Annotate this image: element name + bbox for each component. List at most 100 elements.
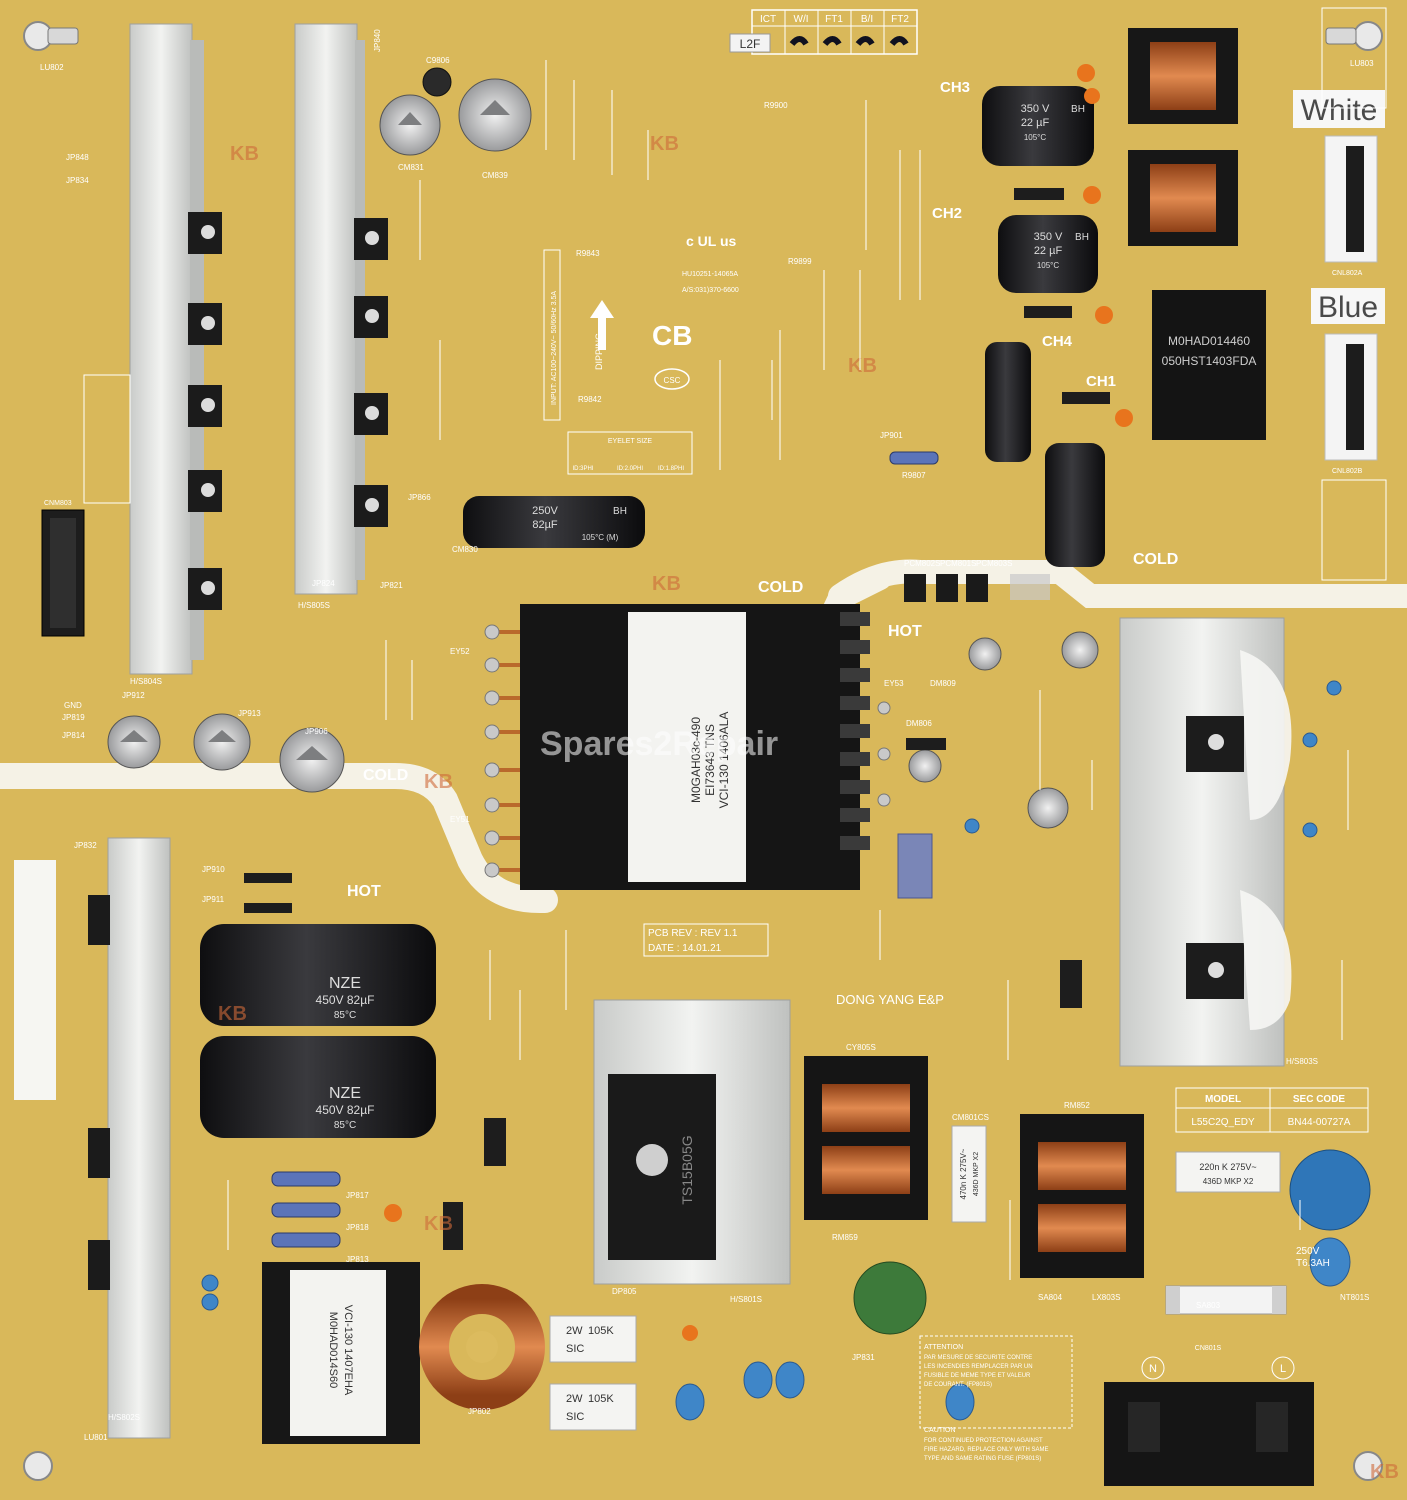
- svg-text:LES INCENDIES REMPLACER PAR UN: LES INCENDIES REMPLACER PAR UN: [924, 1364, 1033, 1370]
- svg-text:DE COURANT. (FP801S): DE COURANT. (FP801S): [924, 1382, 992, 1388]
- svg-text:JP831: JP831: [852, 1353, 875, 1362]
- ch2-label: CH2: [932, 205, 962, 222]
- svg-text:105K: 105K: [588, 1325, 614, 1337]
- svg-text:SIC: SIC: [566, 1343, 584, 1355]
- toroid-l801s: [419, 1284, 545, 1410]
- lu802-label: LU802: [40, 63, 64, 72]
- svg-text:JP901: JP901: [880, 431, 903, 440]
- svg-text:BH: BH: [1075, 232, 1089, 243]
- svg-text:PAR MESURE DE SECURITE CONTRE: PAR MESURE DE SECURITE CONTRE: [924, 1355, 1032, 1361]
- svg-text:TS15B05G: TS15B05G: [679, 1135, 695, 1204]
- svg-text:JP840: JP840: [373, 29, 382, 52]
- capacitor-cx801s: 220n K 275V~ 436D MKP X2: [1175, 1151, 1281, 1193]
- svg-text:JP911: JP911: [202, 895, 225, 904]
- watermark: Spares2Repair: [540, 725, 778, 763]
- capacitor-cm817: [107, 715, 161, 769]
- capacitor-ch4: [985, 342, 1031, 462]
- csc-mark: CSC: [664, 376, 681, 385]
- capacitor-cm801cs: [897, 833, 933, 899]
- svg-text:JP906: JP906: [305, 727, 328, 736]
- capacitor-ch2: 350 V 22 µF 105°C BH: [998, 215, 1098, 293]
- heatsink-h-s803s: [1119, 617, 1292, 1067]
- transformer-l9804cs: M0HAD014460 050HST1403FDA: [1152, 290, 1266, 440]
- svg-text:H/S805S: H/S805S: [298, 601, 330, 610]
- svg-text:JP814: JP814: [62, 731, 85, 740]
- svg-text:105°C: 105°C: [1024, 133, 1047, 142]
- transformer-l9803c: [1128, 28, 1238, 124]
- ch1-label: CH1: [1086, 373, 1116, 390]
- y-capacitors: [201, 680, 1351, 1421]
- svg-text:RM859: RM859: [832, 1233, 858, 1242]
- capacitor-cm816: [193, 713, 251, 771]
- svg-text:ATTENTION: ATTENTION: [924, 1344, 963, 1351]
- test-stamp-boxes: ICT W/I FT1 B/I FT2: [751, 9, 918, 55]
- svg-text:TYPE AND SAME RATING FUSE (FP8: TYPE AND SAME RATING FUSE (FP801S): [924, 1456, 1041, 1462]
- svg-text:SEC CODE: SEC CODE: [1293, 1094, 1346, 1105]
- capacitor-cp816s: NZE 450V 82µF 85°C: [200, 1036, 436, 1138]
- svg-text:BH: BH: [613, 506, 627, 517]
- svg-text:LX803S: LX803S: [1092, 1293, 1120, 1302]
- resistors-rp: [271, 451, 939, 1248]
- capacitor-ch3: 350 V 22 µF 105°C BH: [982, 86, 1094, 166]
- svg-text:050HST1403FDA: 050HST1403FDA: [1162, 354, 1257, 368]
- svg-text:FUSIBLE DE MEME TYPE ET VALEUR: FUSIBLE DE MEME TYPE ET VALEUR: [924, 1373, 1031, 1379]
- svg-text:ID:3PHI: ID:3PHI: [572, 466, 593, 472]
- mounting-hole-bottom-left: [23, 1451, 53, 1481]
- silkscreen-lines: [227, 60, 1349, 1280]
- mounting-hole-top-right: [1325, 21, 1383, 51]
- svg-text:JP821: JP821: [380, 581, 403, 590]
- svg-text:105K: 105K: [588, 1393, 614, 1405]
- svg-text:DATE : 14.01.21: DATE : 14.01.21: [648, 943, 722, 954]
- ac-input-connector: N L CN801S: [1104, 1345, 1314, 1486]
- svg-text:R9899: R9899: [788, 257, 812, 266]
- test-box-ft2: FT2: [891, 14, 909, 25]
- svg-text:R9900: R9900: [764, 101, 788, 110]
- dong-yang-logo: DONG YANG E&P: [836, 992, 944, 1007]
- svg-text:JP866: JP866: [408, 493, 431, 502]
- svg-text:SA803: SA803: [1196, 1301, 1221, 1310]
- dipping-label: DIPPING: [594, 333, 604, 370]
- cold-label-top: COLD: [758, 579, 803, 596]
- svg-text:R9843: R9843: [576, 249, 600, 258]
- svg-text:JP913: JP913: [238, 709, 261, 718]
- svg-text:M0HAD014S60: M0HAD014S60: [327, 1312, 339, 1388]
- hot-label-left: HOT: [347, 883, 381, 900]
- svg-text:N: N: [1149, 1363, 1157, 1375]
- svg-text:CM839: CM839: [482, 171, 508, 180]
- svg-text:82µF: 82µF: [532, 519, 558, 531]
- svg-text:M0GAH03c-490: M0GAH03c-490: [689, 717, 703, 803]
- svg-text:2W: 2W: [566, 1325, 583, 1337]
- transformer-l9802cs: [1128, 150, 1238, 246]
- svg-text:R9842: R9842: [578, 395, 602, 404]
- connector-cnl802b: CNL802B: [1324, 333, 1378, 475]
- svg-text:JP912: JP912: [122, 691, 145, 700]
- svg-text:KB: KB: [218, 1003, 247, 1025]
- svg-text:SA804: SA804: [1038, 1293, 1063, 1302]
- svg-text:NZE: NZE: [329, 1085, 361, 1102]
- svg-text:EYELET SIZE: EYELET SIZE: [608, 438, 653, 445]
- svg-text:22 µF: 22 µF: [1021, 117, 1050, 129]
- svg-text:436D MKP X2: 436D MKP X2: [973, 1152, 980, 1196]
- svg-text:H/S803S: H/S803S: [1286, 1057, 1318, 1066]
- svg-text:CNL802A: CNL802A: [1332, 270, 1363, 277]
- silkscreen-refdes: JP840 C9806 JP848 JP834 CM831 CM839 R990…: [62, 29, 1369, 1422]
- capacitor-cm813: [908, 749, 942, 783]
- mounting-hole-bottom-right: [1353, 1451, 1383, 1481]
- svg-text:JP819: JP819: [62, 713, 85, 722]
- capacitor-cx802s: 470n K 275V~ 436D MKP X2: [951, 1125, 987, 1223]
- test-box-wi: W/I: [794, 14, 809, 25]
- svg-text:450V 82µF: 450V 82µF: [316, 993, 375, 1007]
- svg-text:KB: KB: [230, 143, 259, 165]
- svg-text:C9806: C9806: [426, 56, 450, 65]
- svg-text:DP805: DP805: [612, 1287, 637, 1296]
- heatsink-h-s802s: [107, 837, 171, 1439]
- attention-notice: ATTENTION PAR MESURE DE SECURITE CONTRE …: [919, 1335, 1073, 1429]
- svg-text:JP824: JP824: [312, 579, 335, 588]
- svg-text:JP848: JP848: [66, 153, 89, 162]
- svg-text:CNL802B: CNL802B: [1332, 468, 1363, 475]
- main-transformer: M0GAH03c-490 EI73643 TNS VCI-130 1406ALA: [484, 604, 891, 890]
- svg-text:KB: KB: [652, 573, 681, 595]
- svg-text:CNM803: CNM803: [44, 500, 72, 507]
- ch3-label: CH3: [940, 79, 970, 96]
